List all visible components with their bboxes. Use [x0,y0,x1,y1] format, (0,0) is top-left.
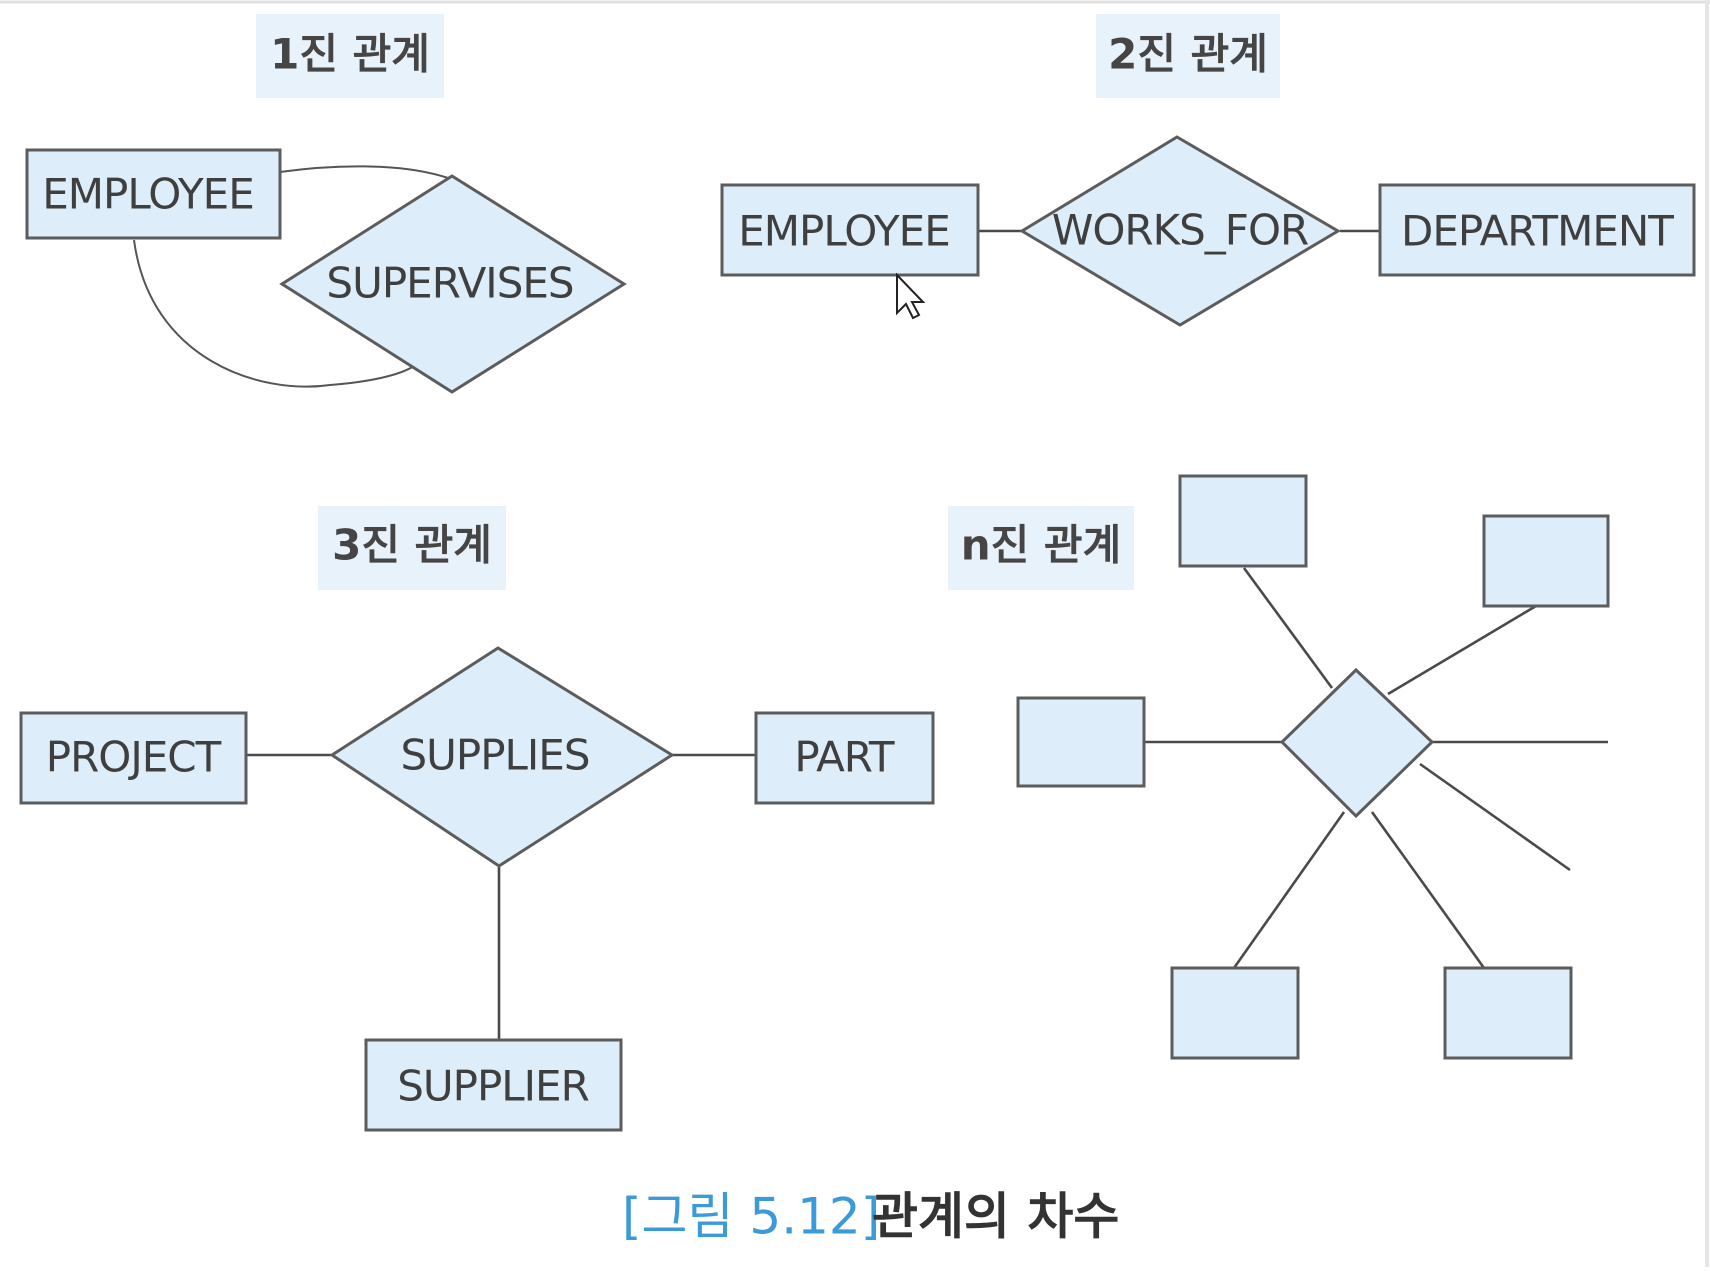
binary-relationship-label: WORKS_FOR [1052,206,1308,255]
binary-entity-right-box [1378,183,1696,277]
nary-spoke-bottom-right [1370,811,1486,969]
nary-entity-bottom-left-box [1170,966,1300,1060]
ternary-entity-right-box [754,711,935,805]
binary-entity-left-box [720,183,980,277]
nary-entity-bottom-right-box [1443,966,1573,1060]
binary-tag-background [1096,14,1280,98]
caption-figure-number: [그림 5.12] [622,1188,880,1246]
ternary-entity-bottom-label: SUPPLIER [397,1062,589,1111]
nary-relationship-diamond [1279,667,1435,819]
binary-entity-left-label: EMPLOYEE [738,207,950,256]
unary-tag-background [256,14,444,98]
unary-relationship-diamond [279,174,627,394]
nary-spoke-top [1242,567,1334,689]
nary-section: n진 관계 [948,474,1610,1060]
ternary-relationship-diamond [329,646,675,868]
unary-relationship-label: SUPERVISES [326,259,573,308]
binary-tag: 2진 관계 [1108,30,1268,79]
nary-tag-background [948,506,1134,590]
unary-section: 1진 관계 EMPLOYEE SUPERVISES [25,14,627,394]
nary-spoke-top-right [1387,604,1537,696]
figure-caption: [그림 5.12] 관계의 차수 [622,1188,1119,1246]
nary-spoke-bottom-left [1232,811,1346,969]
unary-top-connector [279,165,449,179]
unary-bottom-connector [133,239,415,388]
ternary-entity-left-box [19,711,248,805]
ternary-tag-background [318,506,506,590]
nary-entity-left-box [1016,696,1146,788]
caption-title: 관계의 차수 [872,1188,1119,1246]
mouse-cursor-icon [896,272,926,320]
binary-entity-right-label: DEPARTMENT [1401,207,1674,256]
nary-tag: n진 관계 [961,521,1121,570]
nary-entity-top-right-box [1482,514,1610,608]
ternary-entity-right-label: PART [794,733,894,782]
nary-entity-top-box [1178,474,1308,568]
binary-section: 2진 관계 EMPLOYEE WORKS_FOR DEPARTMENT [720,14,1696,327]
nary-spoke-lower-right [1419,762,1571,872]
ternary-tag: 3진 관계 [332,521,492,570]
unary-entity-box [25,148,282,240]
ternary-entity-left-label: PROJECT [46,733,222,782]
ternary-section: 3진 관계 PROJECT SUPPLIES PART SUPPLIER [19,506,935,1132]
ternary-relationship-label: SUPPLIES [400,731,589,780]
unary-entity-label: EMPLOYEE [42,170,254,219]
binary-relationship-diamond [1019,135,1341,327]
unary-tag: 1진 관계 [270,30,430,79]
ternary-entity-bottom-box [364,1038,623,1132]
